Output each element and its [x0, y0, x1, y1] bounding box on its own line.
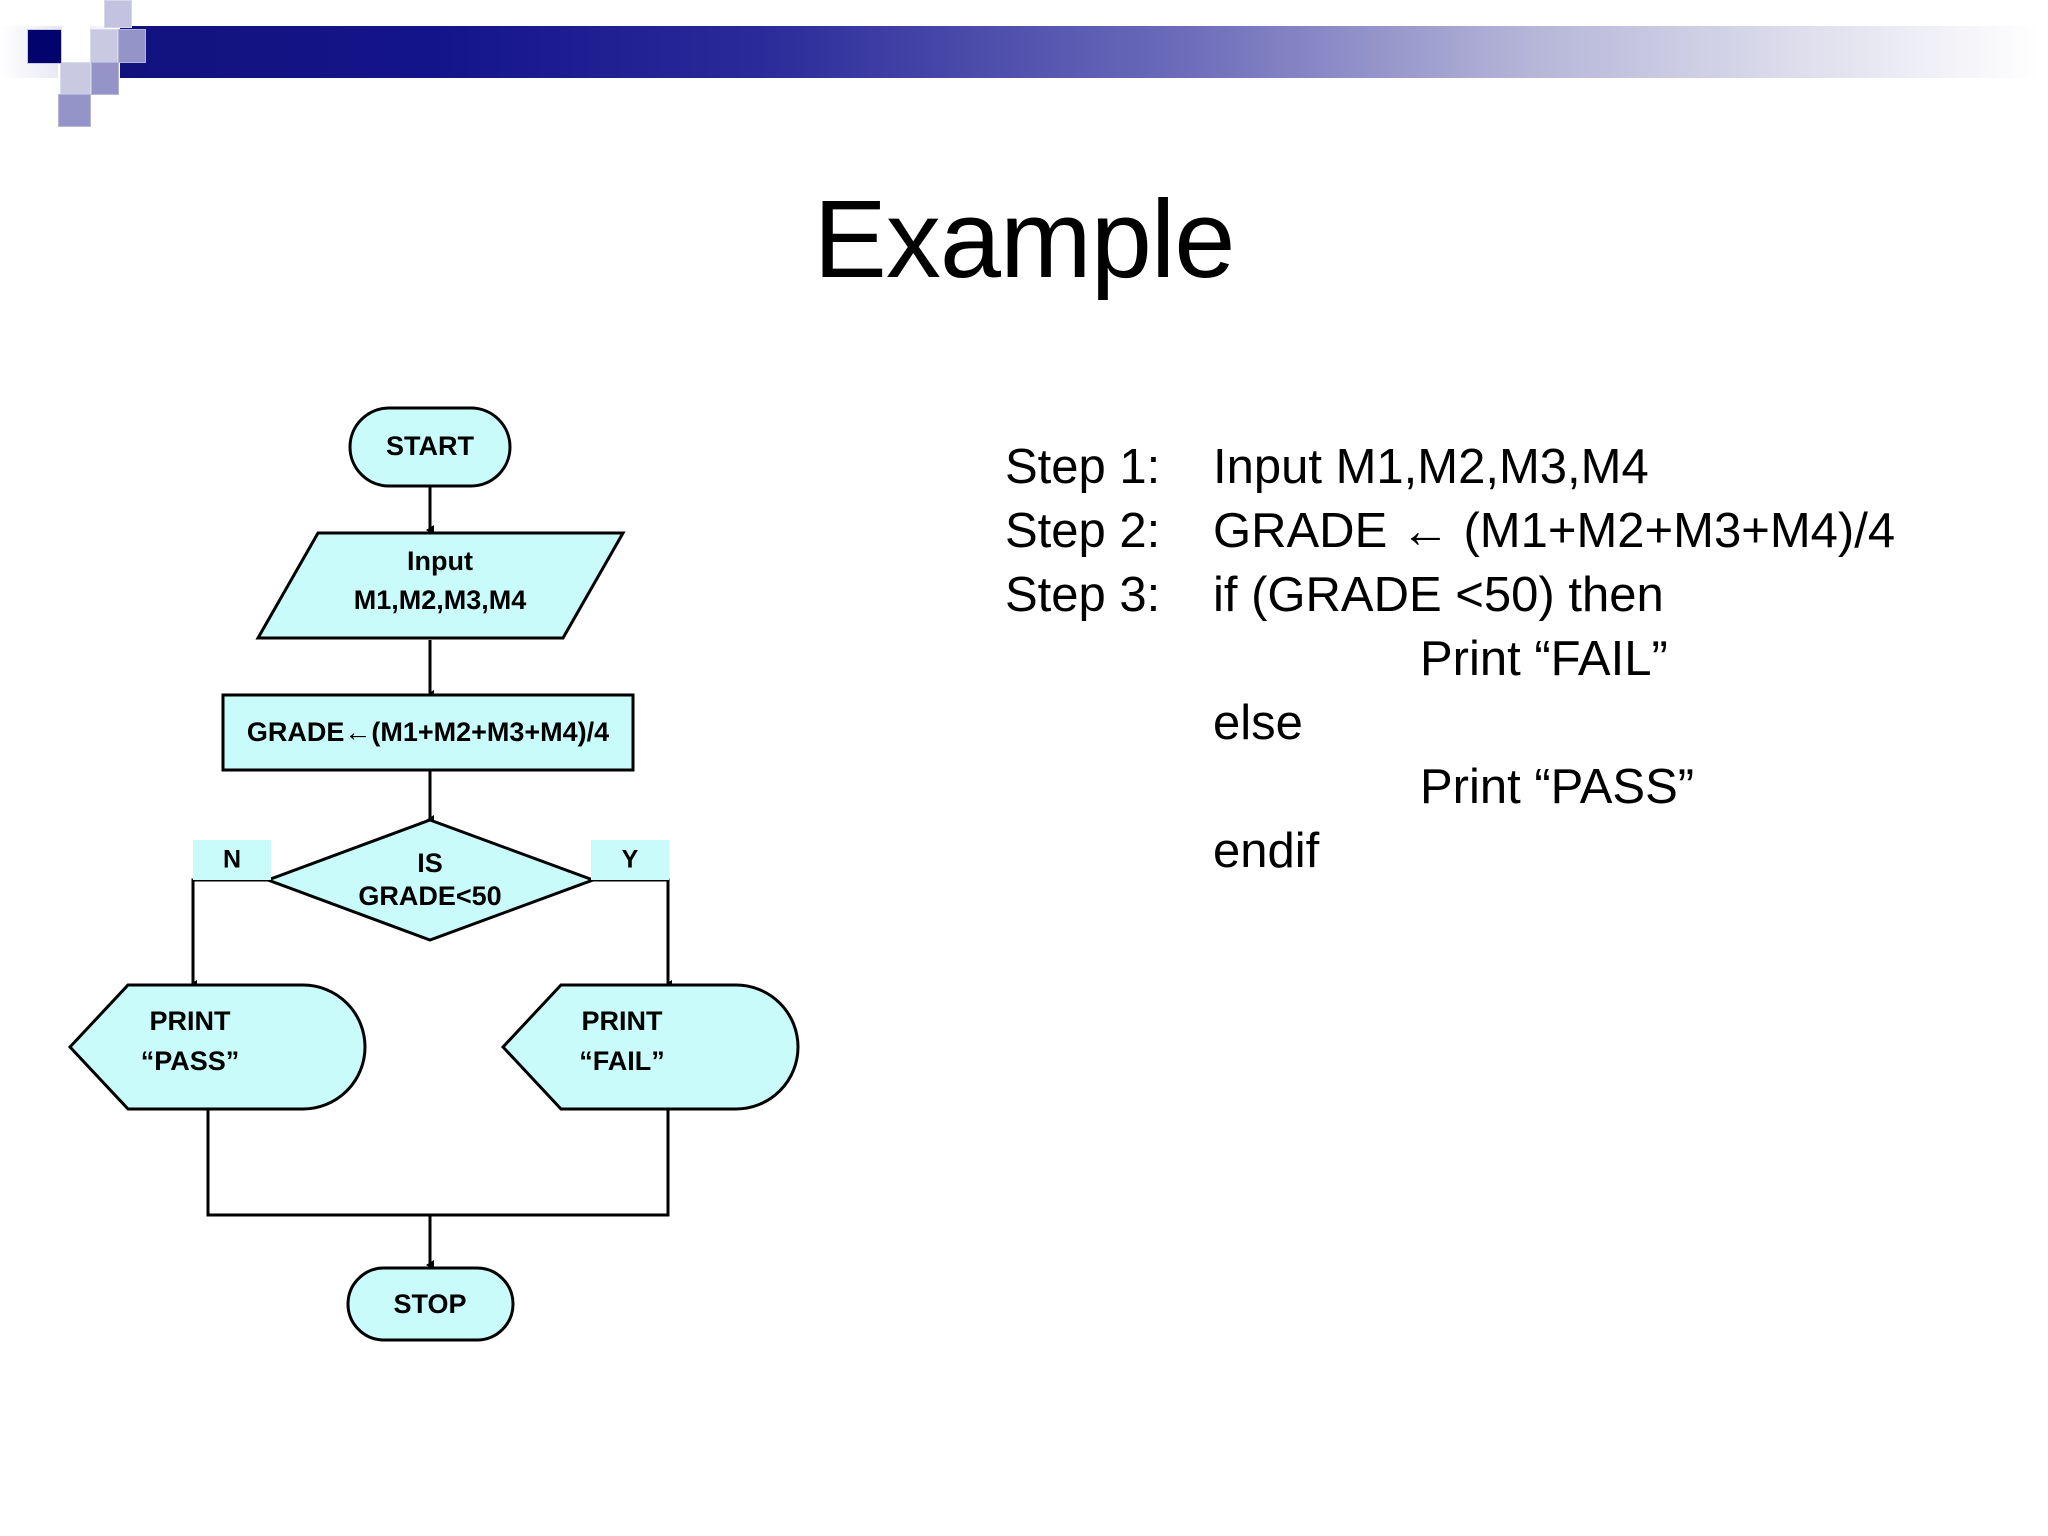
page-title: Example	[813, 178, 1236, 301]
pseudocode-line: Print “FAIL”	[1005, 627, 2005, 691]
header-square-navy	[27, 29, 62, 64]
header-gradient-bar	[0, 26, 2048, 78]
header-square-mid-upper	[118, 29, 146, 63]
process-rect-shape	[221, 693, 635, 772]
print-fail-display-shape	[500, 983, 800, 1111]
print-pass-label-line2: “PASS”	[141, 1046, 240, 1076]
stop-label: STOP	[393, 1289, 466, 1319]
pseudocode-line: Step 1: Input M1,M2,M3,M4	[1005, 435, 2005, 499]
input-label-line2: M1,M2,M3,M4	[354, 585, 527, 615]
pseudocode-block: Step 1: Input M1,M2,M3,M4 Step 2: GRADE …	[1005, 435, 2005, 883]
flow-node-stop[interactable]: STOP	[346, 1266, 515, 1342]
pseudocode-step-text: Print “PASS”	[1420, 760, 1695, 814]
pseudocode-step-text: Print “FAIL”	[1420, 632, 1668, 686]
print-pass-label-line1: PRINT	[150, 1006, 232, 1036]
process-label: GRADE←(M1+M2+M3+M4)/4	[247, 717, 609, 747]
slide-header-decoration	[0, 0, 2048, 130]
connector-decision-yes-to-print-fail	[593, 878, 672, 990]
input-parallelogram-shape	[255, 531, 626, 640]
pseudocode-line: endif	[1005, 819, 2005, 883]
print-fail-label-line2: “FAIL”	[579, 1046, 665, 1076]
header-square-mid-bottom	[58, 94, 91, 127]
pseudocode-line: Step 2: GRADE ← (M1+M2+M3+M4)/4	[1005, 499, 2005, 563]
pseudocode-step-label: Step 1:	[1005, 440, 1161, 494]
flow-node-process[interactable]: GRADE←(M1+M2+M3+M4)/4	[221, 693, 635, 772]
pseudocode-step-text: endif	[1213, 824, 1320, 878]
flow-node-print-fail[interactable]: PRINT “FAIL”	[500, 983, 800, 1111]
connector-merge-to-stop	[206, 1110, 670, 1217]
pseudocode-step-text: else	[1213, 696, 1303, 750]
branch-no-label: N	[223, 846, 241, 874]
flow-node-print-pass[interactable]: PRINT “PASS”	[67, 983, 367, 1111]
branch-yes-backdrop	[591, 840, 669, 880]
input-label-line1: Input	[407, 546, 473, 576]
decision-label-line2: GRADE<50	[358, 881, 501, 911]
header-square-pale-lower	[60, 62, 91, 95]
print-pass-display-shape	[67, 983, 367, 1111]
pseudocode-line: Print “PASS”	[1005, 755, 2005, 819]
print-fail-label-line1: PRINT	[582, 1006, 664, 1036]
branch-yes-label: Y	[622, 846, 639, 874]
flow-node-decision[interactable]: IS GRADE<50	[263, 818, 598, 942]
flow-node-start[interactable]: START	[348, 406, 512, 488]
start-terminator-shape	[348, 406, 512, 488]
pseudocode-step-text: Input M1,M2,M3,M4	[1213, 440, 1649, 494]
stop-terminator-shape	[346, 1266, 515, 1342]
branch-label-yes: Y	[591, 840, 669, 880]
connector-decision-no-to-print-pass	[189, 878, 268, 990]
branch-label-no: N	[193, 840, 271, 880]
header-square-pale-top	[104, 0, 132, 28]
branch-no-backdrop	[193, 840, 271, 880]
pseudocode-line: else	[1005, 691, 2005, 755]
pseudocode-step-label: Step 3:	[1005, 568, 1161, 622]
header-square-mid-lower	[91, 62, 119, 95]
start-label: START	[386, 431, 474, 461]
decision-diamond-shape	[263, 818, 598, 942]
pseudocode-step-text: if (GRADE <50) then	[1213, 568, 1664, 622]
pseudocode-step-label: Step 2:	[1005, 504, 1161, 558]
decision-label-line1: IS	[417, 848, 443, 878]
pseudocode-step-text: GRADE ← (M1+M2+M3+M4)/4	[1213, 504, 1896, 558]
pseudocode-line: Step 3: if (GRADE <50) then	[1005, 563, 2005, 627]
flow-node-input[interactable]: Input M1,M2,M3,M4	[255, 531, 626, 640]
header-square-pale-upper	[90, 29, 118, 63]
flowchart-diagram: START Input M1,M2,M3,M4 GRADE←(M1+M2+M3+…	[60, 370, 1060, 1450]
